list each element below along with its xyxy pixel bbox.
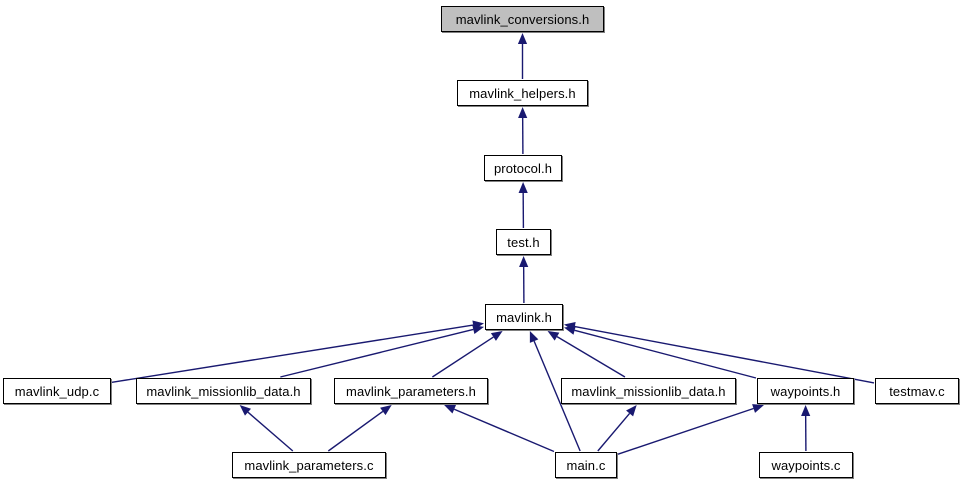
graph-node-mavlink-udp-c[interactable]: mavlink_udp.c xyxy=(3,378,111,404)
graph-edge-testmav-c-to-mavlink-h xyxy=(574,325,875,384)
graph-node-label: mavlink_helpers.h xyxy=(469,85,576,101)
graph-arrowhead xyxy=(752,404,764,413)
graph-node-label: waypoints.h xyxy=(770,383,841,399)
graph-node-mavlink-missionlib-data-h-right[interactable]: mavlink_missionlib_data.h xyxy=(561,378,736,404)
graph-edge-main-c-to-waypoints-h xyxy=(617,407,754,455)
graph-node-label: mavlink_conversions.h xyxy=(455,11,590,27)
graph-arrowhead xyxy=(472,325,484,334)
graph-node-waypoints-h[interactable]: waypoints.h xyxy=(757,378,854,404)
graph-edge-mavlink-parameters-c-to-mavlink-missionlib-data-h-left xyxy=(247,411,294,452)
graph-arrowhead xyxy=(518,107,528,119)
graph-arrowhead xyxy=(239,405,251,416)
graph-node-mavlink-missionlib-data-h-left[interactable]: mavlink_missionlib_data.h xyxy=(136,378,311,404)
graph-arrowhead xyxy=(564,325,576,335)
graph-edge-mavlink-parameters-c-to-mavlink-parameters-h xyxy=(327,410,384,452)
graph-arrowhead xyxy=(517,33,528,44)
graph-node-label: waypoints.c xyxy=(771,457,841,473)
graph-node-label: test.h xyxy=(507,234,540,250)
graph-arrowhead xyxy=(529,331,539,343)
graph-arrowhead xyxy=(801,405,811,417)
graph-edge-mavlink-missionlib-data-h-right-to-mavlink-h xyxy=(556,336,626,378)
graph-node-main-c[interactable]: main.c xyxy=(555,452,617,478)
graph-arrowhead xyxy=(380,405,392,416)
graph-edge-mavlink-missionlib-data-h-left-to-mavlink-h xyxy=(280,328,474,378)
graph-node-label: mavlink_missionlib_data.h xyxy=(146,383,301,399)
graph-node-protocol-h[interactable]: protocol.h xyxy=(484,155,562,181)
graph-arrowhead xyxy=(564,322,576,332)
graph-edge-mavlink-udp-c-to-mavlink-h xyxy=(111,324,474,383)
graph-node-label: testmav.c xyxy=(889,383,945,399)
graph-arrowhead xyxy=(444,405,457,414)
graph-arrowhead xyxy=(518,182,528,194)
graph-arrowhead xyxy=(490,331,503,341)
graph-node-label: mavlink.h xyxy=(496,309,552,325)
graph-node-label: mavlink_parameters.h xyxy=(346,383,476,399)
graph-node-mavlink-helpers-h[interactable]: mavlink_helpers.h xyxy=(457,80,588,106)
graph-node-mavlink-conversions-h[interactable]: mavlink_conversions.h xyxy=(441,6,604,32)
graph-node-label: main.c xyxy=(566,457,606,473)
graph-edge-mavlink-parameters-h-to-mavlink-h xyxy=(431,336,494,378)
graph-node-label: mavlink_missionlib_data.h xyxy=(571,383,726,399)
graph-arrowhead xyxy=(519,256,529,268)
graph-arrowhead xyxy=(547,331,560,341)
graph-node-mavlink-parameters-h[interactable]: mavlink_parameters.h xyxy=(334,378,488,404)
graph-edge-main-c-to-mavlink-parameters-h xyxy=(453,408,555,453)
graph-node-label: mavlink_parameters.c xyxy=(244,457,374,473)
graph-node-waypoints-c[interactable]: waypoints.c xyxy=(759,452,853,478)
graph-node-label: protocol.h xyxy=(493,160,553,176)
graph-node-mavlink-parameters-c[interactable]: mavlink_parameters.c xyxy=(232,452,386,478)
graph-arrowhead xyxy=(626,405,637,417)
graph-edge-waypoints-h-to-mavlink-h xyxy=(574,329,757,379)
graph-node-mavlink-h[interactable]: mavlink.h xyxy=(485,304,563,330)
graph-node-testmav-c[interactable]: testmav.c xyxy=(875,378,959,404)
graph-node-label: mavlink_udp.c xyxy=(14,383,100,399)
graph-node-test-h[interactable]: test.h xyxy=(496,229,551,255)
graph-arrowhead xyxy=(472,320,484,330)
graph-edge-main-c-to-mavlink-missionlib-data-h-right xyxy=(597,412,631,452)
